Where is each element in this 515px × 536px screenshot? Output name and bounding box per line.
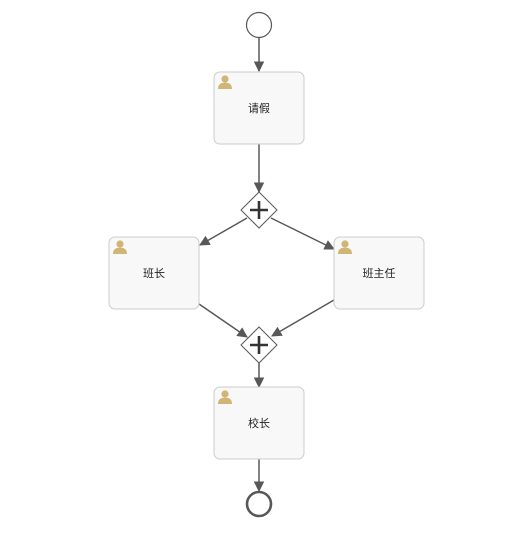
task-xiaozhang[interactable]: 校长	[213, 386, 305, 460]
task-qingjia[interactable]: 请假	[213, 71, 305, 145]
plus-icon	[250, 336, 268, 354]
task-label: 班主任	[363, 267, 396, 280]
task-label: 请假	[248, 101, 270, 115]
flow-banzhang-to-join[interactable]	[198, 303, 248, 338]
task-label: 班长	[143, 267, 165, 280]
gateway-join[interactable]	[240, 326, 278, 364]
sequence-flows	[198, 38, 335, 493]
flow-fork-to-banzhuren[interactable]	[270, 217, 335, 250]
plus-icon	[250, 201, 268, 219]
flow-banzhuren-to-join[interactable]	[271, 299, 335, 337]
task-banzhuren[interactable]: 班主任	[333, 236, 425, 310]
flow-fork-to-banzhang[interactable]	[199, 217, 248, 246]
start-event[interactable]	[245, 11, 273, 39]
task-label: 校长	[248, 416, 270, 430]
task-banzhang[interactable]: 班长	[108, 236, 200, 310]
gateway-fork[interactable]	[240, 191, 278, 229]
end-event[interactable]	[245, 490, 273, 518]
